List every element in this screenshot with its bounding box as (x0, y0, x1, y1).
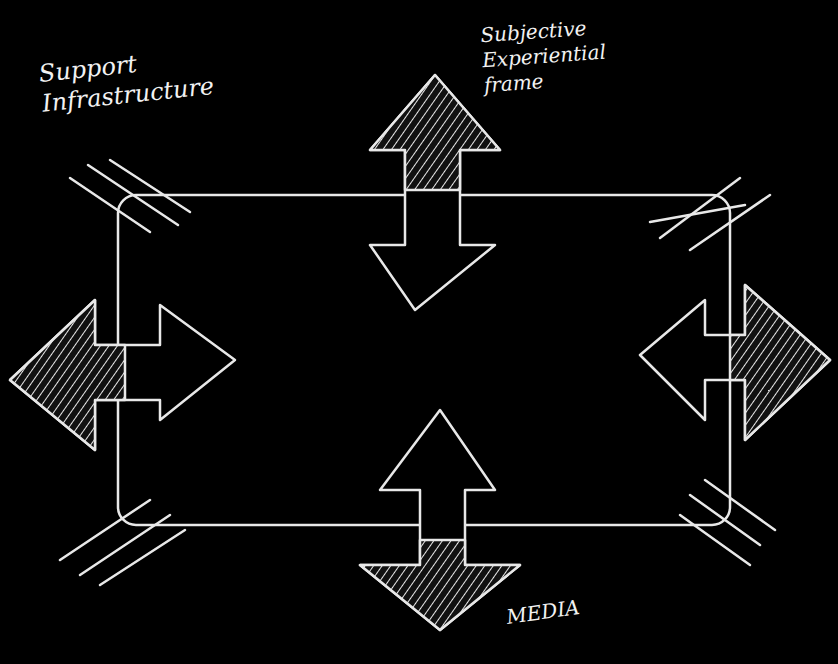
double-arrow-bottom (360, 410, 520, 630)
handwritten-label: Subjective Experiential frame (480, 13, 635, 98)
double-arrow-left (10, 300, 235, 450)
double-arrow-right (640, 285, 830, 440)
double-arrow-top (370, 75, 500, 310)
label-position: Subjective Experiential frame (480, 13, 635, 98)
